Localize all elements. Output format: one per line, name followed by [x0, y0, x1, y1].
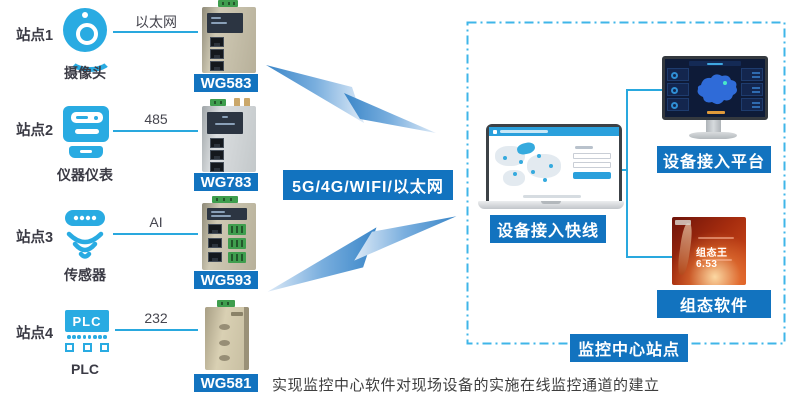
site2-device-label: 仪器仪表 — [57, 167, 113, 183]
diagram-caption: 实现监控中心软件对现场设备的实施在线监控通道的建立 — [272, 377, 660, 394]
scada-label: 组态软件 — [657, 290, 771, 318]
site2-link-line — [113, 130, 198, 132]
gateway-label-wg593: WG593 — [194, 271, 258, 289]
site3-device-label: 传感器 — [64, 267, 106, 283]
network-type-label: 5G/4G/WIFI/以太网 — [283, 170, 453, 200]
antenna-connector — [244, 98, 250, 107]
connector-monitor — [626, 89, 663, 91]
laptop-base — [478, 201, 624, 209]
plc-icon: PLC — [64, 310, 110, 358]
antenna-connector — [234, 98, 240, 107]
login-username-field — [573, 153, 611, 159]
platform-label: 设备接入平台 — [657, 146, 771, 173]
china-map — [697, 74, 737, 105]
site2-link-label: 485 — [144, 111, 168, 127]
laptop-version-text-bar — [523, 195, 581, 198]
site1-link-label: 以太网 — [135, 14, 177, 30]
site4-device-label: PLC — [71, 361, 99, 377]
gateway-label-wg583: WG583 — [194, 74, 258, 92]
monitor-screen — [662, 56, 768, 120]
site3-link-line — [113, 233, 198, 235]
scada-splash-title: 组态王6.53 — [696, 248, 728, 270]
site3-link-label: AI — [149, 214, 163, 230]
dashboard-header — [689, 61, 741, 66]
site4-link-line — [115, 329, 198, 331]
laptop-login-panel — [573, 146, 613, 190]
monitor-stand-base — [689, 132, 737, 139]
laptop-world-map — [493, 140, 567, 190]
gateway-image-wg583 — [202, 0, 256, 73]
gateway-image-wg593 — [202, 196, 256, 270]
monitor-stand-neck — [706, 120, 721, 132]
login-password-field — [573, 162, 611, 168]
sensor-icon — [63, 210, 107, 266]
gateway-image-wg581 — [205, 300, 253, 370]
monitoring-center-dashed-box — [466, 21, 786, 345]
laptop-screen — [486, 124, 622, 204]
gateway-label-wg783: WG783 — [194, 173, 258, 191]
gateway-image-wg783 — [202, 98, 256, 172]
site2-label: 站点2 — [16, 123, 54, 139]
lightning-bolt-bottom — [267, 216, 457, 292]
laptop-app-header — [489, 127, 619, 136]
site1-label: 站点1 — [16, 28, 54, 44]
lightning-bolt-top — [266, 65, 436, 133]
gateway-label-wg581: WG581 — [194, 374, 258, 392]
site4-label: 站点4 — [16, 326, 54, 342]
site1-device-label: 摄像头 — [64, 65, 106, 81]
plc-icon-text: PLC — [65, 310, 109, 332]
site4-link-label: 232 — [144, 310, 168, 326]
login-button — [573, 172, 611, 179]
site3-label: 站点3 — [16, 230, 54, 246]
webcam-icon — [62, 8, 113, 72]
connector-scada — [626, 256, 673, 258]
laptop-label: 设备接入快线 — [490, 215, 606, 243]
laptop-app-title-bar — [500, 130, 548, 133]
meter-icon — [62, 106, 110, 160]
connector-trunk — [626, 89, 628, 258]
monitoring-center-label: 监控中心站点 — [570, 334, 688, 362]
laptop-app-logo — [493, 129, 497, 134]
site1-link-line — [113, 31, 198, 33]
scada-splash-image: 组态王6.53 — [672, 217, 746, 285]
